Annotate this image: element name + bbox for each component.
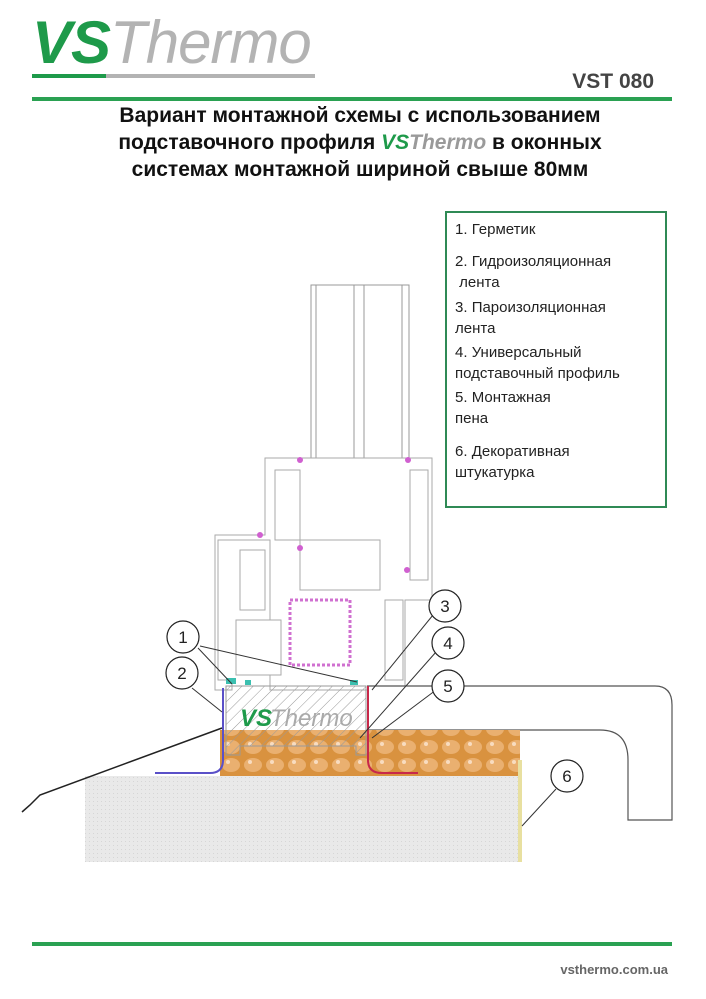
profile-logo-thermo: Thermo <box>270 705 353 732</box>
waterproof-tape <box>155 688 224 774</box>
wall <box>85 776 520 862</box>
legend-item-2: 2. Гидроизоляционная лента <box>455 251 611 293</box>
title-text: в оконных <box>486 131 602 154</box>
logo-vs: VS <box>32 9 111 76</box>
text: 6. <box>455 443 468 460</box>
slope-line <box>21 727 223 813</box>
page-title: Вариант монтажной схемы с использованием… <box>0 102 706 183</box>
footer-divider <box>32 942 672 946</box>
legend-item-4: 4. Универсальный подставочный профиль <box>455 342 620 384</box>
title-text: подставочного профиля <box>118 131 382 154</box>
text: 4. <box>455 344 468 361</box>
text: Гидроизоляционная <box>471 253 612 270</box>
text: Герметик <box>471 221 536 238</box>
text: 1. <box>455 221 468 238</box>
callout-5: 5 <box>443 677 452 696</box>
legend-item-6: 6. Декоративная штукатурка <box>455 441 570 483</box>
callout-3: 3 <box>440 597 449 616</box>
window-frame <box>214 457 433 691</box>
gaskets <box>257 457 411 573</box>
text: штукатурка <box>455 464 535 481</box>
header-divider <box>32 97 672 101</box>
support-profile: VS Thermo <box>225 685 367 756</box>
text: 2. <box>455 253 468 270</box>
brand-logo: VSThermo <box>32 8 312 78</box>
text: пена <box>455 410 489 427</box>
text: лента <box>459 274 500 291</box>
text: Пароизоляционная <box>471 299 606 316</box>
callout-6: 6 <box>562 767 571 786</box>
callout-2: 2 <box>177 664 186 683</box>
text: Универсальный <box>471 344 582 361</box>
glass-unit <box>310 284 410 483</box>
title-line-2: подставочного профиля VSThermo в оконных <box>0 129 706 156</box>
callout-markers <box>165 589 584 793</box>
sealant <box>226 678 358 685</box>
callout-4: 4 <box>443 634 452 653</box>
document-code: VST 080 <box>572 70 654 93</box>
window-sill <box>367 685 673 821</box>
logo-underline <box>32 74 315 78</box>
text: 3. <box>455 299 468 316</box>
legend-item-5: 5. Монтажная пена <box>455 387 551 429</box>
text: Монтажная <box>471 389 551 406</box>
legend-box: 1. Герметик 2. Гидроизоляционная лента 3… <box>445 211 667 508</box>
title-brand-thermo: Thermo <box>409 131 487 154</box>
vapor-tape <box>367 686 418 774</box>
callout-1: 1 <box>178 628 187 647</box>
title-brand-vs: VS <box>381 131 410 154</box>
text: лента <box>455 320 496 337</box>
title-line-3: системах монтажной шириной свыше 80мм <box>131 158 589 181</box>
profile-logo-vs: VS <box>240 705 272 732</box>
decorative-plaster <box>518 760 522 862</box>
text: подставочный профиль <box>455 365 620 382</box>
logo-thermo: Thermo <box>110 9 312 76</box>
legend-item-3: 3. Пароизоляционная лента <box>455 297 606 339</box>
website-url: vsthermo.com.ua <box>560 962 668 977</box>
text: Декоративная <box>471 443 570 460</box>
title-line-1: Вариант монтажной схемы с использованием <box>119 104 601 127</box>
text: 5. <box>455 389 468 406</box>
legend-item-1: 1. Герметик <box>455 219 535 240</box>
leader-lines <box>191 614 557 827</box>
